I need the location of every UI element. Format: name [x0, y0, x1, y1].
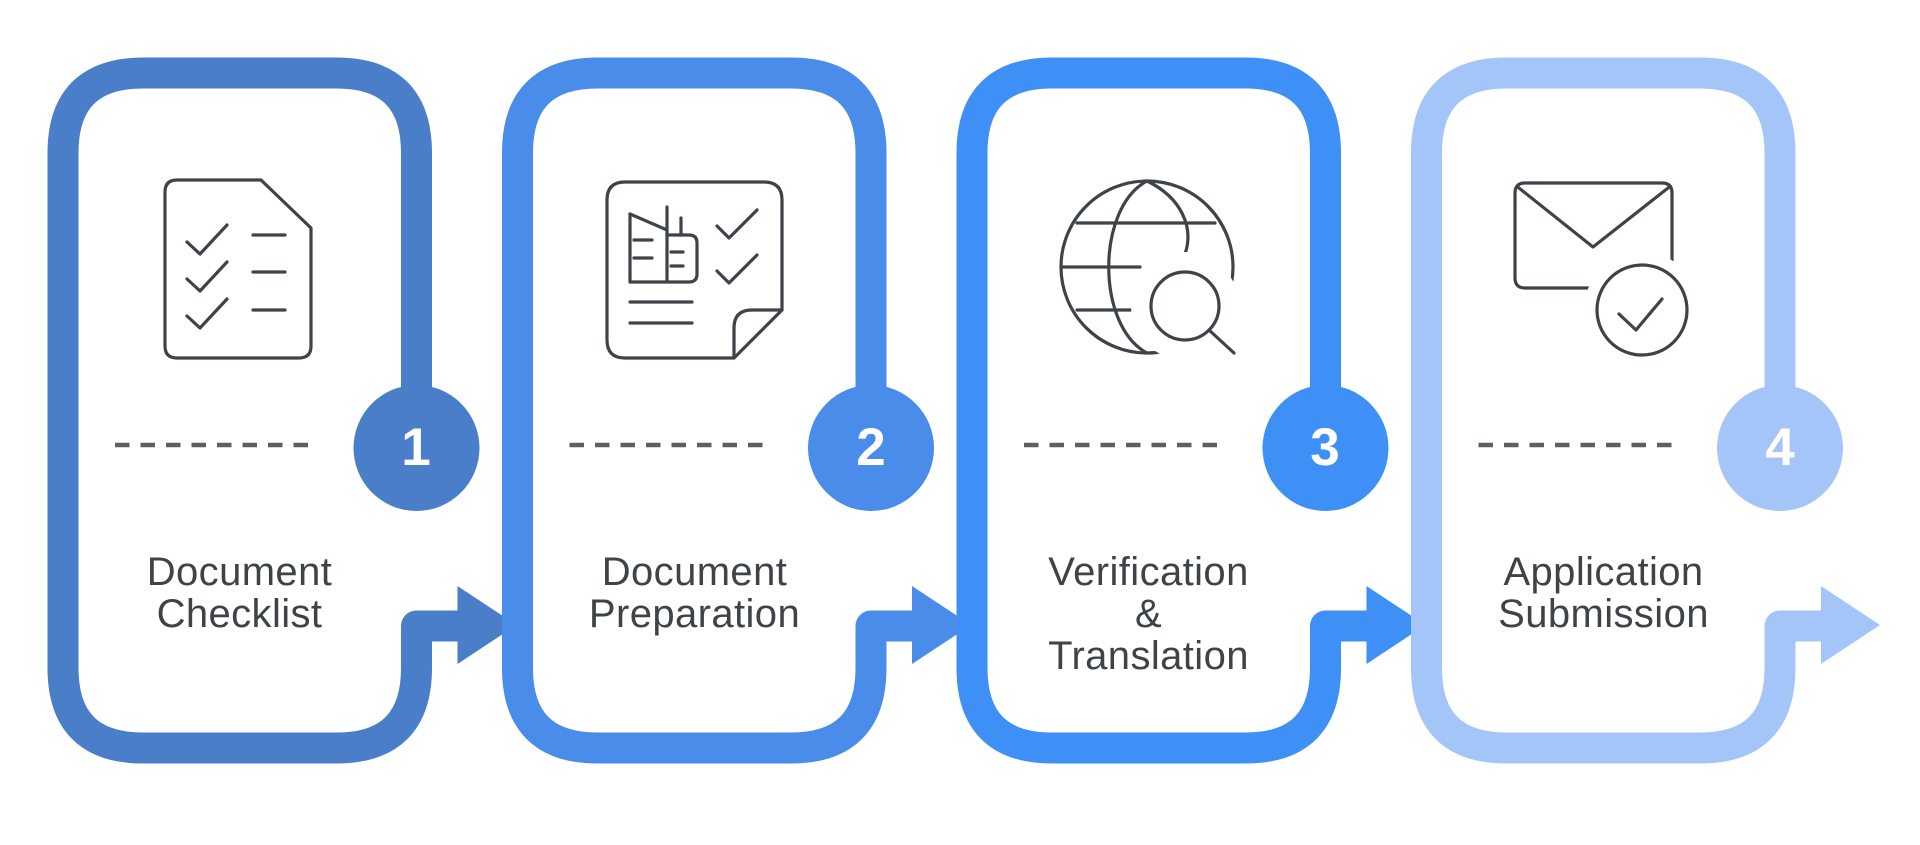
step-label: Verification & Translation [1048, 550, 1249, 678]
step-number-badge [353, 385, 480, 511]
step-number: 3 [1310, 418, 1340, 477]
step-label: Application Submission [1498, 550, 1709, 636]
step-4-card [1411, 57, 1880, 764]
next-step-arrow-icon [912, 586, 971, 664]
next-step-arrow-icon [457, 586, 517, 664]
next-step-arrow-icon [1366, 586, 1426, 664]
card-border [956, 57, 1372, 764]
card-border [502, 57, 917, 764]
next-step-arrow-icon [1821, 586, 1880, 664]
checklist-document-icon [163, 178, 313, 360]
step-label: Document Preparation [588, 550, 801, 636]
card-border [47, 57, 463, 764]
step-number-badge [808, 385, 934, 511]
step-number: 4 [1765, 418, 1795, 477]
mail-check-icon [1513, 181, 1700, 368]
step-number-badge [1262, 385, 1389, 511]
step-label: Document Checklist [146, 550, 333, 636]
card-border [1411, 57, 1826, 764]
step-1-card [47, 57, 517, 764]
step-3-card [956, 57, 1426, 764]
step-number: 1 [401, 418, 431, 477]
step-2-card [502, 57, 971, 764]
step-number-badge [1717, 385, 1843, 511]
step-number: 2 [856, 418, 886, 477]
globe-magnifier-icon [1059, 179, 1239, 360]
document-chart-check-icon [605, 180, 784, 360]
